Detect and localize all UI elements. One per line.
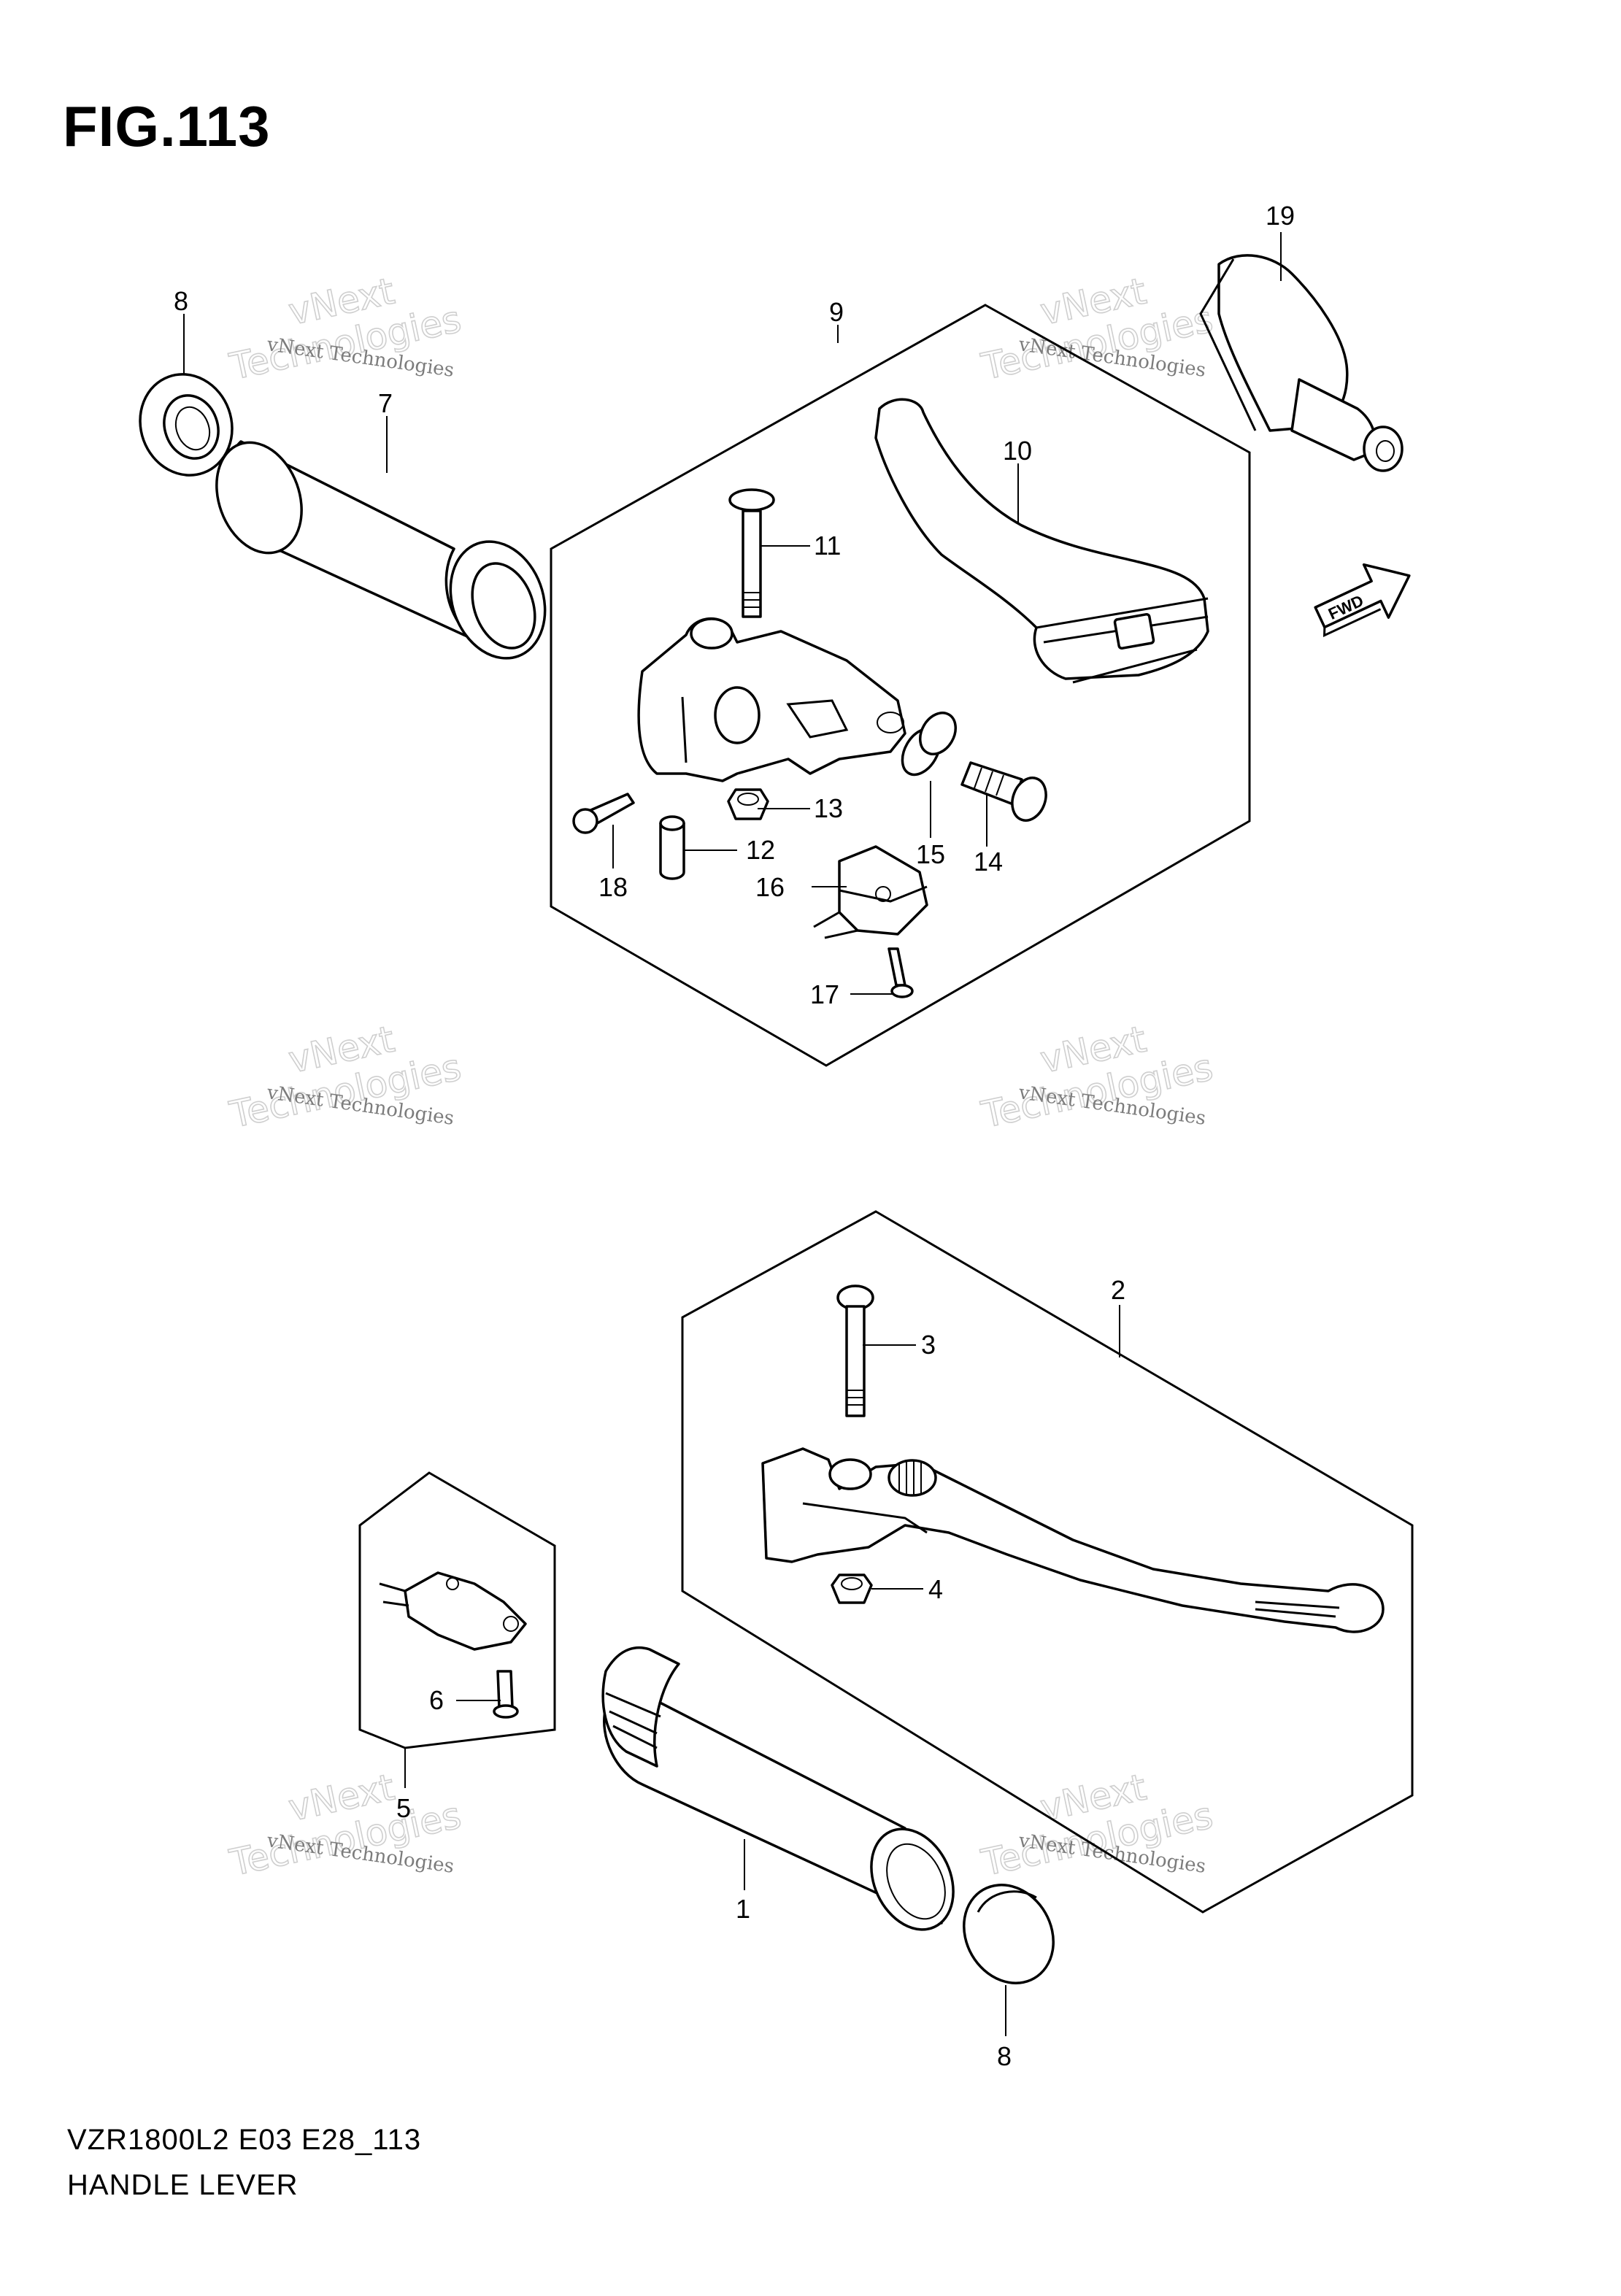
callout-5: 5 bbox=[396, 1793, 411, 1823]
adjuster-15 bbox=[901, 712, 957, 777]
nut-4 bbox=[831, 1573, 873, 1604]
watermark-bottom-left: vNext Technologies vNext Technologies bbox=[226, 1765, 466, 1885]
watermark-top-right: vNext Technologies vNext Technologies bbox=[977, 269, 1217, 389]
mirror-bracket-19 bbox=[1199, 254, 1404, 472]
callout-18: 18 bbox=[598, 872, 628, 902]
fwd-arrow-icon: FWD bbox=[1314, 563, 1411, 637]
screw-17 bbox=[887, 947, 914, 998]
lever-pivot-bolt-11 bbox=[728, 488, 775, 618]
callout-8-bottom: 8 bbox=[997, 2041, 1012, 2071]
handlebar-weight-8-bottom bbox=[963, 1884, 1055, 1984]
callout-8-top: 8 bbox=[174, 286, 188, 316]
callout-11: 11 bbox=[814, 531, 841, 560]
callout-4: 4 bbox=[928, 1574, 943, 1604]
brake-lever-bolt-3 bbox=[836, 1284, 874, 1417]
assembly-frame-2 bbox=[681, 1210, 1414, 1914]
nut-13 bbox=[727, 788, 769, 820]
spacer-12 bbox=[659, 815, 685, 880]
callout-1: 1 bbox=[736, 1894, 750, 1924]
callout-17: 17 bbox=[810, 979, 839, 1009]
watermark-bottom-right: vNext Technologies vNext Technologies bbox=[977, 1765, 1217, 1885]
callout-3: 3 bbox=[921, 1330, 936, 1360]
handlebar-weight-8-top bbox=[139, 373, 234, 477]
figure-title: FIG.113 bbox=[63, 94, 271, 158]
callout-2: 2 bbox=[1111, 1275, 1125, 1305]
callout-15: 15 bbox=[916, 839, 945, 869]
throttle-grip-1 bbox=[601, 1646, 955, 1931]
bolt-18 bbox=[572, 793, 635, 834]
footer-model-code: VZR1800L2 E03 E28_113 bbox=[67, 2124, 422, 2156]
callout-leaders bbox=[183, 232, 1282, 2036]
brake-lever-2 bbox=[761, 1447, 1385, 1633]
watermark-top-left: vNext Technologies vNext Technologies bbox=[226, 269, 466, 389]
callout-10: 10 bbox=[1003, 436, 1032, 466]
callout-12: 12 bbox=[746, 835, 775, 865]
callout-13: 13 bbox=[814, 793, 843, 823]
callout-6: 6 bbox=[429, 1685, 444, 1715]
screw-6 bbox=[493, 1670, 519, 1719]
brake-switch-5 bbox=[379, 1571, 527, 1651]
clutch-switch-16 bbox=[813, 845, 928, 939]
handle-grip-7 bbox=[215, 440, 547, 660]
assembly-frame-9 bbox=[550, 304, 1251, 1067]
callout-16: 16 bbox=[755, 872, 785, 902]
footer-figure-name: HANDLE LEVER bbox=[67, 2169, 299, 2201]
callout-19: 19 bbox=[1266, 201, 1295, 231]
watermark-mid-left: vNext Technologies vNext Technologies bbox=[226, 1017, 466, 1137]
callout-9: 9 bbox=[829, 297, 844, 327]
clutch-lever-holder bbox=[637, 617, 906, 782]
callout-numbers: 8 7 9 10 11 13 12 18 15 14 16 17 19 2 3 … bbox=[174, 201, 1295, 2071]
callout-7: 7 bbox=[378, 388, 393, 418]
callout-14: 14 bbox=[974, 847, 1003, 877]
adjuster-bolt-14 bbox=[960, 761, 1047, 822]
clutch-lever-10 bbox=[874, 398, 1209, 684]
watermark-mid-right: vNext Technologies vNext Technologies bbox=[977, 1017, 1217, 1137]
